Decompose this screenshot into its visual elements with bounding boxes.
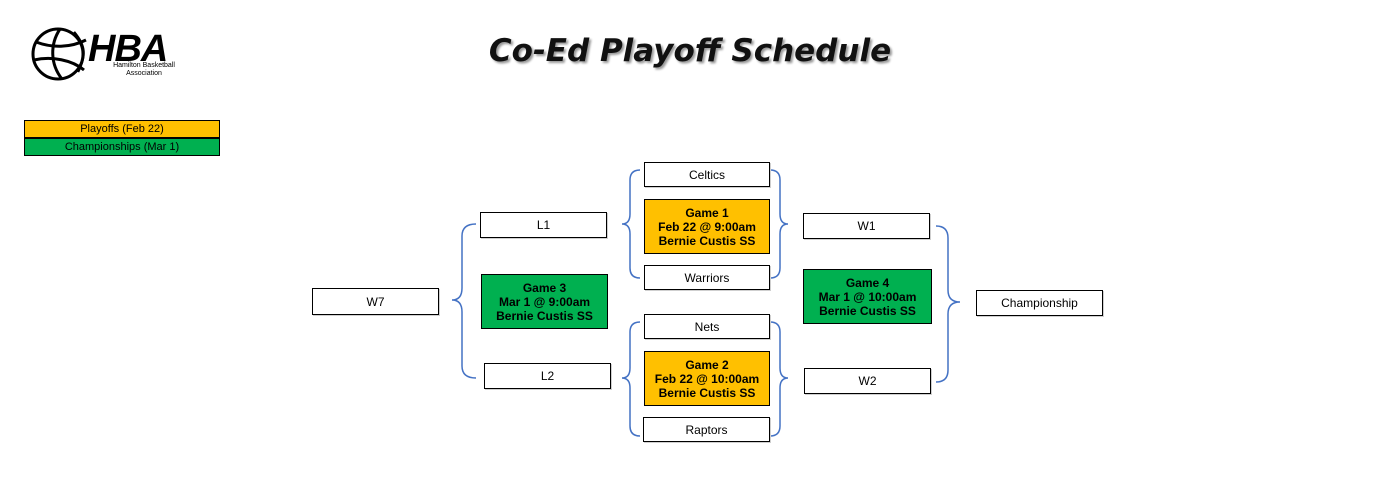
game-3-title: Game 3: [522, 280, 567, 295]
slot-w2: W2: [804, 368, 931, 394]
logo-letters: HBA: [88, 28, 168, 70]
brace-game1-right: [769, 169, 789, 279]
slot-w7: W7: [312, 288, 439, 315]
game-4-location: Bernie Custis SS: [819, 303, 916, 318]
brace-game3: [451, 223, 477, 379]
basketball-icon: [31, 27, 87, 81]
slot-l2: L2: [484, 363, 611, 389]
logo-subtitle-line-1: Hamilton Basketball: [113, 62, 175, 69]
legend-championships: Championships (Mar 1): [24, 138, 220, 156]
game-2-location: Bernie Custis SS: [658, 385, 756, 400]
game-2: Game 2 Feb 22 @ 10:00am Bernie Custis SS: [644, 351, 770, 406]
game-1-time: Feb 22 @ 9:00am: [658, 219, 756, 234]
slot-championship: Championship: [976, 290, 1103, 316]
legend-playoffs: Playoffs (Feb 22): [24, 120, 220, 138]
game-4: Game 4 Mar 1 @ 10:00am Bernie Custis SS: [803, 269, 932, 324]
game-2-title: Game 2: [685, 357, 729, 372]
page-title: Co-Ed Playoff Schedule: [488, 33, 892, 69]
team-nets: Nets: [644, 314, 770, 339]
hba-logo: HBA Hamilton Basketball Association: [28, 24, 198, 88]
game-1-location: Bernie Custis SS: [658, 233, 756, 248]
game-3: Game 3 Mar 1 @ 9:00am Bernie Custis SS: [481, 274, 608, 329]
game-4-time: Mar 1 @ 10:00am: [818, 289, 917, 304]
brace-game2-right: [769, 321, 789, 437]
brace-game1-left: [621, 169, 641, 279]
team-celtics: Celtics: [644, 162, 770, 187]
game-1: Game 1 Feb 22 @ 9:00am Bernie Custis SS: [644, 199, 770, 254]
team-warriors: Warriors: [644, 265, 770, 290]
game-3-location: Bernie Custis SS: [496, 308, 593, 323]
slot-w1: W1: [803, 213, 930, 239]
brace-game4: [935, 225, 961, 383]
slot-l1: L1: [480, 212, 607, 238]
brace-game2-left: [621, 321, 641, 437]
logo-subtitle: Hamilton Basketball Association: [96, 62, 192, 78]
game-2-time: Feb 22 @ 10:00am: [654, 371, 760, 386]
game-1-title: Game 1: [685, 205, 729, 220]
game-3-time: Mar 1 @ 9:00am: [498, 294, 591, 309]
logo-subtitle-line-2: Association: [126, 70, 162, 77]
game-4-title: Game 4: [845, 275, 890, 290]
team-raptors: Raptors: [643, 417, 770, 442]
